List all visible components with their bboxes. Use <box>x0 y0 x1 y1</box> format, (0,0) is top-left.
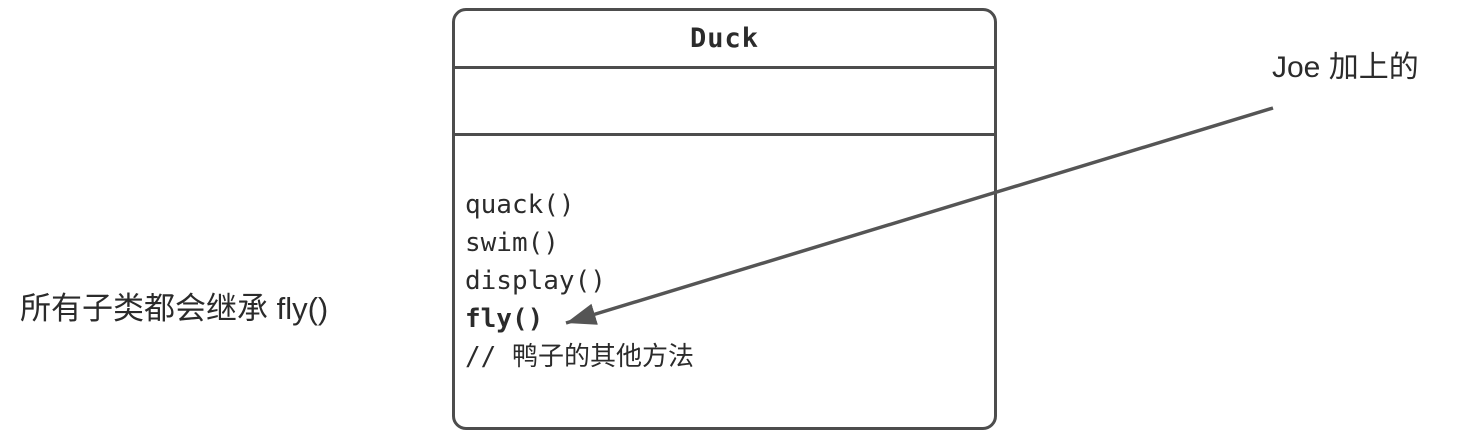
method-item: quack() <box>465 190 575 220</box>
method-list: quack() swim() display() fly() // 鸭子的其他方法 <box>455 136 994 427</box>
class-attributes-section <box>455 69 994 136</box>
method-item: // 鸭子的其他方法 <box>465 342 694 372</box>
method-item: swim() <box>465 228 559 258</box>
uml-class-box-duck: Duck quack() swim() display() fly() // 鸭子的其他… <box>452 8 997 430</box>
class-name: Duck <box>455 11 994 69</box>
joe-note: Joe 加上的 <box>1272 51 1419 84</box>
method-item: display() <box>465 266 606 296</box>
inheritance-note: 所有子类都会继承 fly() <box>20 291 329 326</box>
method-item: fly() <box>465 304 544 334</box>
